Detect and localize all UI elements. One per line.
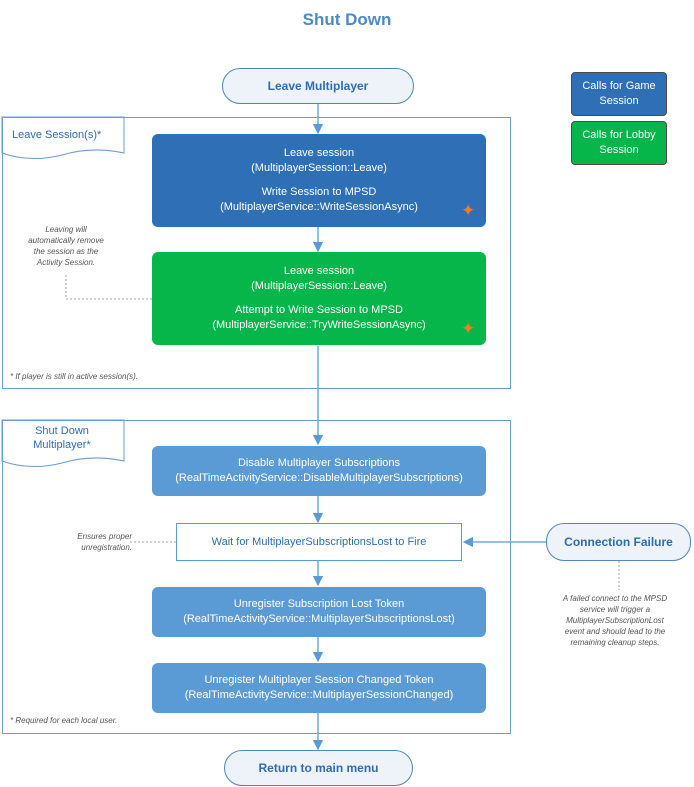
ensures-note: Ensures proper unregistration. xyxy=(50,531,132,553)
legend-game-session: Calls for Game Session xyxy=(571,72,667,116)
shut-down-group xyxy=(2,420,511,734)
connection-failure-node: Connection Failure xyxy=(546,523,691,561)
leave-multiplayer-node: Leave Multiplayer xyxy=(222,68,414,104)
star-icon: ✦ xyxy=(461,201,476,220)
disable-line2: (RealTimeActivityService::DisableMultipl… xyxy=(175,472,463,484)
leave-game-line2b: (MultiplayerService::WriteSessionAsync) xyxy=(220,201,418,213)
failed-note-line: event and should lead to the xyxy=(564,627,666,636)
leaving-note-line: automatically remove xyxy=(28,236,104,245)
failed-note-line: MultiplayerSubscriptionLost xyxy=(566,616,664,625)
return-main-menu-node: Return to main menu xyxy=(224,750,413,786)
failed-note-line: service will trigger a xyxy=(579,605,651,614)
leave-lobby-line2a: Attempt to Write Session to MPSD xyxy=(235,304,403,316)
disable-line1: Disable Multiplayer Subscriptions xyxy=(237,457,400,469)
ensures-note-line: Ensures proper xyxy=(77,532,132,541)
legend-lobby-line1: Calls for Lobby xyxy=(582,129,656,141)
legend-game-line1: Calls for Game xyxy=(582,80,656,92)
page-title: Shut Down xyxy=(302,10,392,29)
leaving-note-line: Leaving will xyxy=(45,225,87,234)
unreg-lost-line1: Unregister Subscription Lost Token xyxy=(233,598,405,610)
leaving-note-line: Activity Session. xyxy=(36,258,96,267)
leave-sessions-label: Leave Session(s)* xyxy=(12,129,102,141)
unregister-lost-token-box: Unregister Subscription Lost Token (Real… xyxy=(152,587,486,637)
leave-lobby-line1a: Leave session xyxy=(283,265,355,277)
leave-game-session-box: Leave session (MultiplayerSession::Leave… xyxy=(152,134,486,227)
failed-note-line: A failed connect to the MPSD xyxy=(562,594,668,603)
leave-sessions-group xyxy=(2,117,511,389)
leave-lobby-line2b: (MultiplayerService::TryWriteSessionAsyn… xyxy=(212,319,426,331)
legend-game-line2: Session xyxy=(599,95,639,107)
leave-game-line2a: Write Session to MPSD xyxy=(261,186,377,198)
disable-subscriptions-box: Disable Multiplayer Subscriptions (RealT… xyxy=(152,446,486,496)
leave-game-line1b: (MultiplayerSession::Leave) xyxy=(251,162,387,174)
shut-down-label: Shut Down Multiplayer* xyxy=(0,424,124,452)
shut-down-label-line1: Shut Down xyxy=(35,425,89,437)
failed-note-line: remaining cleanup steps. xyxy=(570,638,660,647)
leave-sessions-footnote: * If player is still in active session(s… xyxy=(10,372,139,381)
unreg-changed-line1: Unregister Multiplayer Session Changed T… xyxy=(204,674,434,686)
leaving-note: Leaving will automatically remove the se… xyxy=(10,224,122,268)
wait-subscriptions-lost-box: Wait for MultiplayerSubscriptionsLost to… xyxy=(176,523,462,561)
leave-game-line1a: Leave session xyxy=(283,147,355,159)
shut-down-footnote: * Required for each local user. xyxy=(10,716,118,725)
failed-note: A failed connect to the MPSD service wil… xyxy=(540,593,690,648)
leave-lobby-line1b: (MultiplayerSession::Leave) xyxy=(251,280,387,292)
ensures-note-line: unregistration. xyxy=(81,543,132,552)
leave-lobby-session-box: Leave session (MultiplayerSession::Leave… xyxy=(152,252,486,345)
shut-down-label-line2: Multiplayer* xyxy=(33,439,91,451)
unreg-lost-line2: (RealTimeActivityService::MultiplayerSub… xyxy=(183,613,455,625)
unreg-changed-line2: (RealTimeActivityService::MultiplayerSes… xyxy=(184,689,454,701)
legend-lobby-session: Calls for Lobby Session xyxy=(571,121,667,165)
star-icon: ✦ xyxy=(461,319,476,338)
leaving-note-line: the session as the xyxy=(33,247,99,256)
legend-lobby-line2: Session xyxy=(599,144,639,156)
unregister-changed-token-box: Unregister Multiplayer Session Changed T… xyxy=(152,663,486,713)
